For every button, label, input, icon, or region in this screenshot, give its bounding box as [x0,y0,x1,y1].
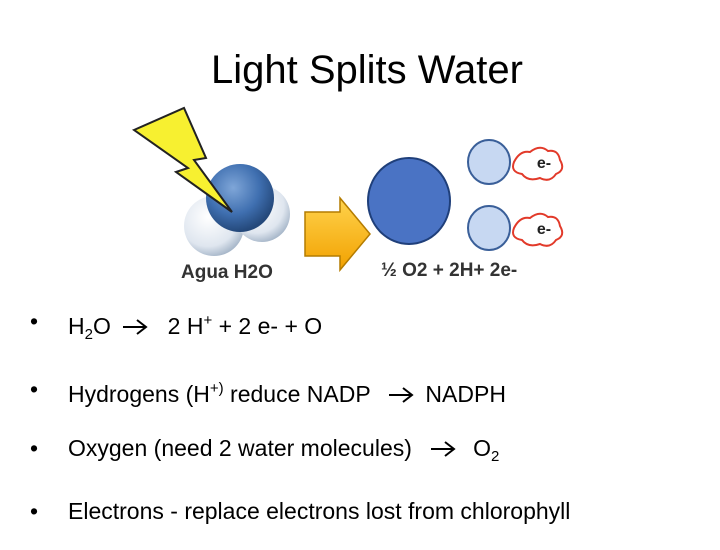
lightning-bolt-icon [131,106,233,213]
arrow-right-icon [389,387,414,403]
electron-label: e- [537,155,551,172]
products-label: ½ O2 + 2H+ 2e- [381,260,517,281]
bullet-water-equation: H2O 2 H+ + 2 e- + O [30,306,710,350]
water-splitting-figure: e- e- Agua H2O ½ O2 + 2H+ 2e- [131,106,564,283]
water-label: Agua H2O [181,262,273,283]
slide-title: Light Splits Water [211,48,523,92]
arrow-right-icon [430,441,456,457]
bullet-oxygen: Oxygen (need 2 water molecules) O2 [30,433,710,472]
electron-burst-icon: e- [512,212,564,247]
arrow-right-icon [123,319,148,335]
reaction-arrow-icon [304,195,371,273]
electron-burst-icon: e- [512,146,564,181]
oxygen-ball-icon [367,157,451,245]
electron-ball-icon [467,205,511,251]
bullet-hydrogens: Hydrogens (H+) reduce NADP NADPH [30,374,710,409]
bullet-electrons: Electrons - replace electrons lost from … [30,496,710,526]
bullet-list: H2O 2 H+ + 2 e- + O Hydrogens (H+) reduc… [30,306,710,550]
electron-label: e- [537,221,551,238]
electron-ball-icon [467,139,511,185]
